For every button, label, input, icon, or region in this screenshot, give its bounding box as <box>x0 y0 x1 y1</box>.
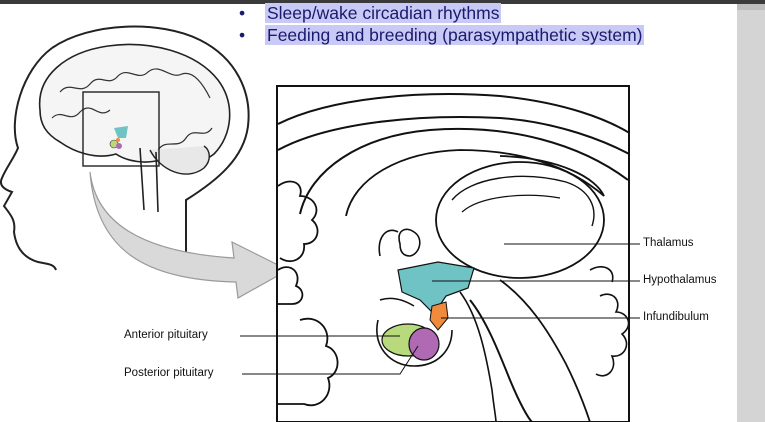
bullet-dot-icon: • <box>239 3 246 23</box>
infundibulum-label: Infundibulum <box>643 311 709 323</box>
anterior-pituitary-label: Anterior pituitary <box>124 329 208 341</box>
top-bar <box>0 0 765 4</box>
head-back <box>51 25 250 262</box>
bullet-item: • Feeding and breeding (parasympathetic … <box>233 24 645 46</box>
head-silhouette <box>0 47 57 271</box>
hypothalamus-shape <box>397 261 475 315</box>
posterior-pituitary-leader <box>242 345 419 375</box>
small-cerebellum <box>149 145 210 175</box>
scrollbar[interactable] <box>737 4 765 422</box>
infundibulum-shape <box>429 301 449 331</box>
posterior-pituitary-shape <box>408 327 440 361</box>
bullet-item: • Sleep/wake circadian rhythms <box>233 2 644 24</box>
thalamus-label: Thalamus <box>643 237 694 249</box>
thalamus-shape <box>435 161 605 279</box>
enlarged-brain <box>278 93 628 422</box>
bullet-dot-icon: • <box>239 25 246 45</box>
posterior-pituitary-label: Posterior pituitary <box>124 367 214 379</box>
scrollbar-thumb[interactable] <box>737 4 765 10</box>
zoom-box <box>82 91 160 167</box>
small-brainstem <box>139 147 159 213</box>
hypothalamus-label: Hypothalamus <box>643 274 717 286</box>
bullet-text: Sleep/wake circadian rhythms <box>265 3 502 23</box>
zoom-arrow <box>89 171 290 299</box>
bullet-list: • Sleep/wake circadian rhythms • Feeding… <box>233 2 645 46</box>
bullet-text: Feeding and breeding (parasympathetic sy… <box>265 25 645 45</box>
